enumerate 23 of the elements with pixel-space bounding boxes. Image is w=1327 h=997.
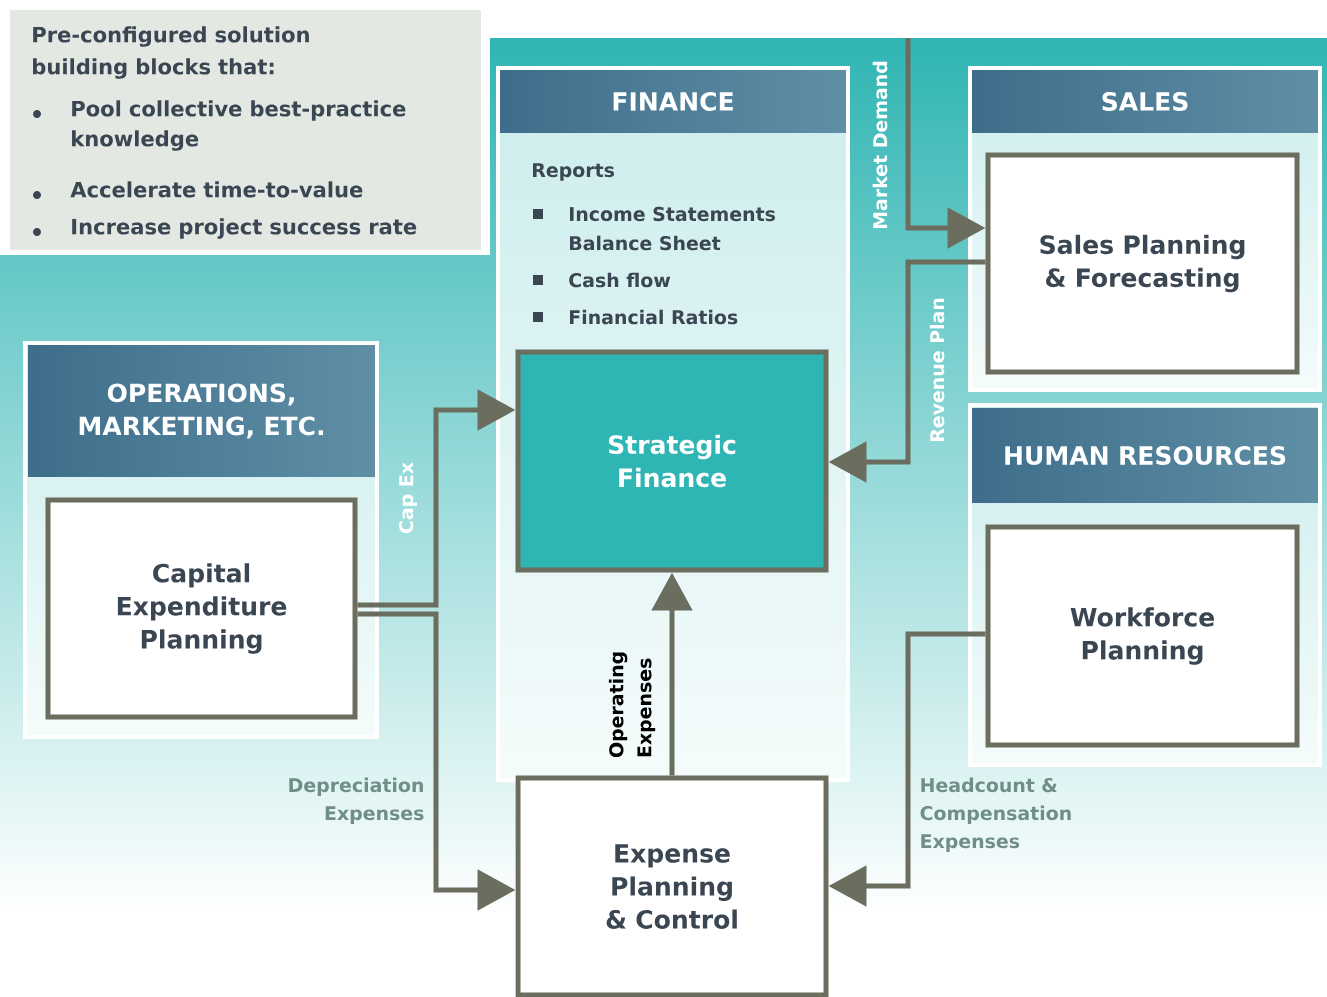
bullet-item: Accelerate time-to-value: [33, 181, 363, 199]
panel-header: SALES: [1102, 92, 1188, 111]
panel-header: HUMAN RESOURCES: [1005, 446, 1286, 465]
edge-label: Market Demand: [872, 61, 888, 229]
list-item: Balance Sheet: [570, 235, 721, 251]
bullet-item: Increase project success rate: [33, 218, 417, 239]
process-box: Workforce Planning: [985, 524, 1300, 748]
list-heading: Reports: [533, 163, 614, 181]
process-box: Strategic Finance: [515, 349, 829, 573]
panel-header: FINANCE: [613, 92, 733, 111]
process-box: Capital Expenditure Planning: [45, 497, 358, 720]
edge-label: Operating Expenses: [608, 652, 656, 758]
edge-label: Cap Ex: [399, 462, 417, 534]
bullet-item: Pool collective best-practice knowledge: [33, 100, 406, 151]
process-box: Expense Planning & Control: [515, 775, 829, 997]
panel-header: OPERATIONS, MARKETING, ETC.: [79, 383, 324, 439]
edge-label: Depreciation Expenses: [289, 777, 424, 824]
list-item: Financial Ratios: [533, 309, 738, 325]
list-item: Cash flow: [533, 272, 671, 288]
edge-label: Headcount & Compensation Expenses: [920, 777, 1071, 852]
list-item: Income Statements: [533, 206, 775, 222]
process-box: Sales Planning & Forecasting: [985, 152, 1300, 375]
edge-label: Revenue Plan: [929, 298, 945, 442]
